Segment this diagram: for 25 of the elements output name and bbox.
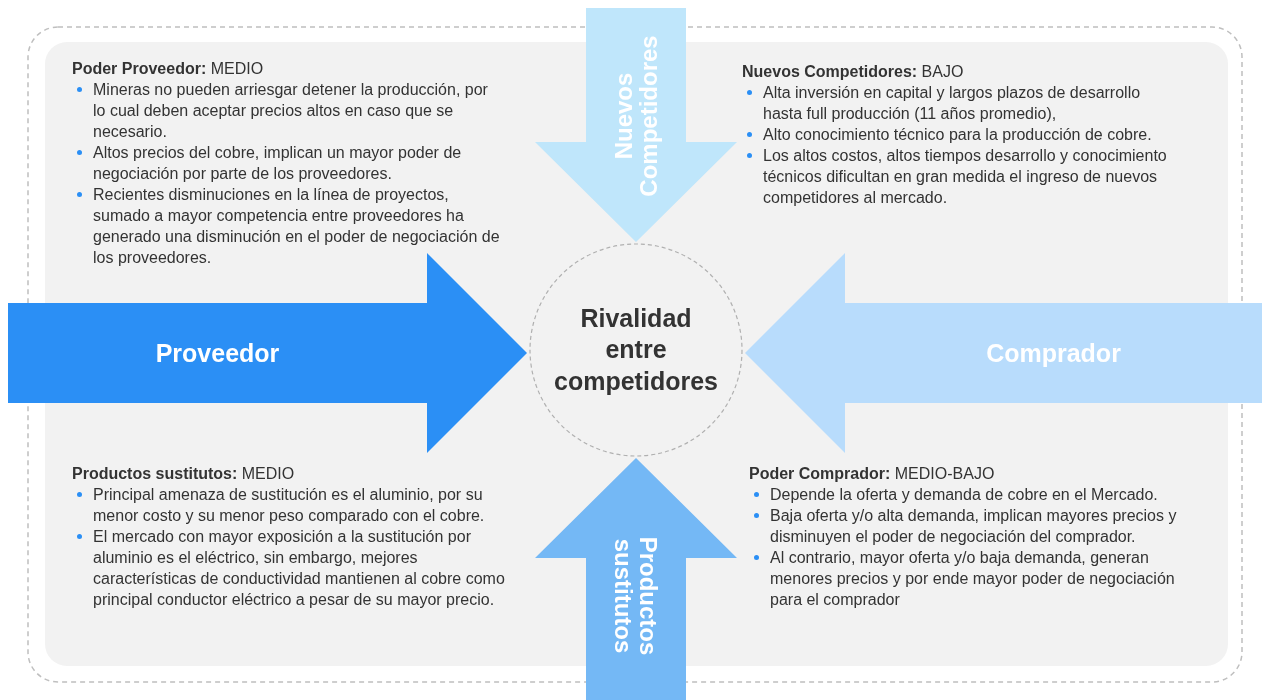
block-arrow xyxy=(535,8,737,242)
section-heading: Nuevos Competidores: BAJO xyxy=(742,62,965,82)
section-heading: Poder Comprador: MEDIO-BAJO xyxy=(749,464,996,484)
bullet-point: Los altos costos, altos tiempos desarrollo y conocimiento técnicos dificultan en gran medida el ingreso de nuevos competidores al mercado. xyxy=(742,145,1178,208)
bullet-point: Depende la oferta y demanda de cobre en el Mercado. xyxy=(749,484,1177,505)
bullet-point: Baja oferta y/o alta demanda, implican mayores precios y disminuyen el poder de negociación del comprador. xyxy=(749,505,1177,547)
arrow-label: Nuevos Competidores xyxy=(610,34,662,199)
arrow-label: Proveedor xyxy=(155,339,280,367)
block-arrow xyxy=(745,253,1262,453)
bullet-point: Alta inversión en capital y largos plazos de desarrollo hasta full producción (11 años promedio), xyxy=(742,82,1178,124)
center-title: Rivalidad entre competidores xyxy=(553,303,719,397)
bullet-point: Al contrario, mayor oferta y/o baja demanda, generan menores precios y por ende mayor poder de negociación para el comprador xyxy=(749,547,1177,610)
arrow-label: Comprador xyxy=(986,339,1121,367)
block-arrow xyxy=(535,458,737,700)
bullet-point: Altos precios del cobre, implican un mayor poder de negociación por parte de los proveedores. xyxy=(72,142,504,184)
section-heading: Poder Proveedor: MEDIO xyxy=(72,59,265,79)
bullet-point: Mineras no pueden arriesgar detener la producción, por lo cual deben aceptar precios altos en caso que se necesario. xyxy=(72,79,504,142)
arrow-label: Productos sustitutos xyxy=(610,535,662,658)
rivalry-circle xyxy=(529,243,743,457)
bullet-point: Alto conocimiento técnico para la producción de cobre. xyxy=(742,124,1178,145)
bullet-point: Principal amenaza de sustitución es el aluminio, por su menor costo y su menor peso comparado con el cobre. xyxy=(72,484,512,526)
bullet-point: Recientes disminuciones en la línea de proyectos, sumado a mayor competencia entre proveedores ha generado una disminución en el poder de negociación de los proveedores. xyxy=(72,184,504,268)
bullet-point: El mercado con mayor exposición a la sustitución por aluminio es el eléctrico, sin embargo, mejores características de conductividad mantienen al cobre como principal conductor eléctrico a pesar de su mayor precio. xyxy=(72,526,512,610)
block-arrow xyxy=(8,253,527,453)
section-heading: Productos sustitutos: MEDIO xyxy=(72,464,296,484)
